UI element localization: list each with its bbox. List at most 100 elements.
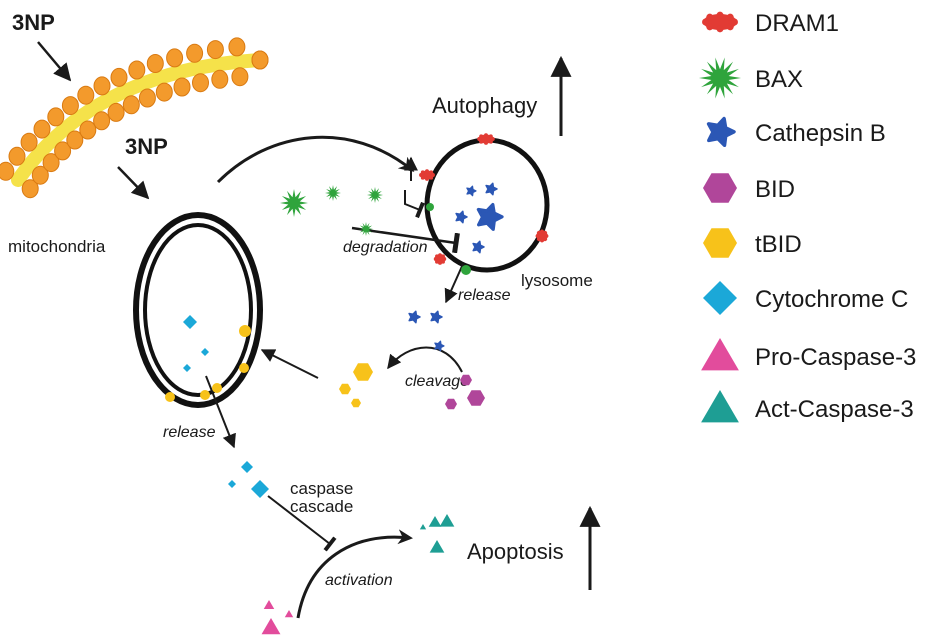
cathepsin-b xyxy=(455,210,468,224)
legend-label: tBID xyxy=(755,231,802,258)
legend-label: Act-Caspase-3 xyxy=(755,396,914,423)
lipid-head-inner xyxy=(93,76,111,96)
act-caspase-3 xyxy=(429,540,445,553)
mitochondrial-membrane-band xyxy=(0,37,269,199)
legend-label: Pro-Caspase-3 xyxy=(755,344,916,371)
caspase-cascade-arrow xyxy=(267,495,337,552)
act-caspase-3 xyxy=(439,514,455,527)
cytochrome-c-released xyxy=(241,461,253,473)
legend-item-bax: BAX xyxy=(699,57,803,99)
cytochrome-c-released xyxy=(228,480,236,488)
activation-label: activation xyxy=(325,572,393,589)
activation-arrow xyxy=(296,529,413,619)
legend-cloud-blob-icon xyxy=(702,11,738,33)
bax-starburst xyxy=(280,189,308,217)
legend-hexagon-icon xyxy=(703,228,737,258)
cleavage-label: cleavage xyxy=(405,373,469,390)
legend-label: DRAM1 xyxy=(755,10,839,37)
pro-caspase-3 xyxy=(261,618,281,635)
inhibition-mark xyxy=(404,190,425,219)
stimulus-label-top: 3NP xyxy=(12,10,55,35)
legend-label: BAX xyxy=(755,66,803,93)
tbid-hexagon xyxy=(351,398,361,408)
lipid-head-inner xyxy=(33,119,51,139)
dram1-blob xyxy=(477,133,495,145)
stimulus-arrow-mid xyxy=(117,166,150,200)
legend-label: Cytochrome C xyxy=(755,286,908,313)
legend-splat-star-icon xyxy=(706,116,736,148)
cathepsin-b-released xyxy=(408,310,421,324)
lysosome-release-label: release xyxy=(458,287,511,304)
legend-item-tbid: tBID xyxy=(703,228,802,258)
legend-triangle-icon xyxy=(701,390,739,423)
legend-diamond-icon xyxy=(703,281,737,315)
bid-hexagon xyxy=(460,374,472,386)
tbid-to-mito-arrow xyxy=(260,349,319,379)
lipid-head-outer xyxy=(122,95,140,115)
lipid-head-outer xyxy=(79,120,97,140)
lipid-head-inner xyxy=(77,85,95,105)
cathepsin-b-released xyxy=(430,310,443,324)
caspase-cascade-label-line1: caspase xyxy=(290,479,353,498)
legend-starburst-icon xyxy=(699,57,741,99)
lipid-head-outer xyxy=(21,179,39,199)
legend-item-act-caspase-3: Act-Caspase-3 xyxy=(701,390,914,423)
dram1-blob xyxy=(535,229,549,243)
tbid-dot xyxy=(212,383,222,393)
lipid-head-outer xyxy=(93,111,111,131)
tbid-dot xyxy=(200,390,210,400)
cathepsin-b xyxy=(485,182,498,196)
lipid-head-outer xyxy=(192,73,209,93)
caspase-cascade-label-line2: cascade xyxy=(290,497,353,516)
cathepsin-b xyxy=(466,185,477,197)
mitochondria-label: mitochondria xyxy=(8,237,106,256)
legend-triangle-icon xyxy=(701,338,739,371)
legend-label: Cathepsin B xyxy=(755,120,886,147)
dram1-blob xyxy=(419,169,435,181)
dram1-blob xyxy=(433,253,447,265)
legend-item-cathepsin-b: Cathepsin B xyxy=(706,116,886,148)
bax-starburst xyxy=(359,222,373,236)
lipid-head-outer xyxy=(54,141,72,161)
lipid-head-outer xyxy=(211,69,229,89)
molecule-layer xyxy=(165,133,549,635)
legend-hexagon-icon xyxy=(703,173,737,203)
stimulus-arrow-top xyxy=(37,41,72,82)
tbid-hexagon xyxy=(339,383,351,395)
lipid-head-outer xyxy=(107,102,125,122)
membrane-core xyxy=(11,53,267,187)
lipid-head-inner xyxy=(186,43,204,63)
lysosome xyxy=(424,137,550,273)
lipid-head-inner xyxy=(251,50,269,70)
lipid-head-outer xyxy=(173,77,191,97)
lipid-head-outer xyxy=(155,82,173,102)
bax-dot xyxy=(426,203,434,211)
tbid-dot xyxy=(239,325,251,337)
legend-item-dram1: DRAM1 xyxy=(702,10,839,37)
lipid-head-inner xyxy=(0,161,15,181)
bax-dot xyxy=(461,265,471,275)
cathepsin-b-released xyxy=(434,340,445,352)
apoptosis-label: Apoptosis xyxy=(467,539,564,564)
degradation-label: degradation xyxy=(343,239,428,256)
arrow-mito-to-lysosome xyxy=(216,135,415,184)
autophagy-label: Autophagy xyxy=(432,93,537,118)
tbid-dot xyxy=(239,363,249,373)
tbid-hexagon xyxy=(353,363,373,381)
bax-starburst xyxy=(367,187,383,203)
mito-release-arrow xyxy=(205,375,236,449)
lipid-head-outer xyxy=(138,88,156,108)
bid-hexagon xyxy=(445,398,457,410)
lipid-head-inner xyxy=(228,37,246,57)
cytochrome-c xyxy=(201,348,209,356)
legend-item-bid: BID xyxy=(703,173,795,203)
cathepsin-b xyxy=(472,240,485,254)
lipid-head-outer xyxy=(231,67,249,87)
lipid-head-outer xyxy=(31,165,49,185)
lipid-head-outer xyxy=(66,130,84,150)
stimulus-label-mid: 3NP xyxy=(125,134,168,159)
mito-release-label: release xyxy=(163,424,216,441)
lipid-head-inner xyxy=(146,54,164,73)
cytochrome-c xyxy=(183,315,197,329)
